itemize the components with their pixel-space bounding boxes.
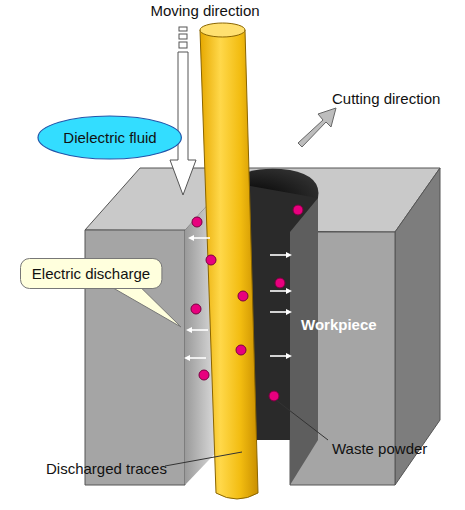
discharge-arrow xyxy=(270,353,292,359)
leader-line xyxy=(165,452,242,466)
direction-label: Cutting direction xyxy=(332,90,440,107)
node-text: Dielectric fluid xyxy=(63,129,156,146)
part-label: Workpiece xyxy=(301,316,377,333)
waste-particle xyxy=(192,217,202,227)
waste-particle xyxy=(275,278,285,288)
waste-particle xyxy=(236,345,246,355)
cutting-arrow xyxy=(298,108,336,147)
part-label: Waste powder xyxy=(332,440,427,457)
discharge-arrow xyxy=(188,235,210,241)
moving-arrow xyxy=(170,27,196,195)
wire-electrode xyxy=(200,30,258,499)
fluid-ellipse: Dielectric fluid xyxy=(37,115,182,160)
slot-wall xyxy=(290,198,318,485)
waste-particle xyxy=(269,391,279,401)
wire-top xyxy=(200,23,245,37)
node-text: Electric discharge xyxy=(32,265,150,282)
part-label: Discharged traces xyxy=(46,460,167,477)
waste-particle xyxy=(199,370,209,380)
callout-tail xyxy=(112,288,181,328)
leader-line xyxy=(276,400,328,440)
discharge-arrow xyxy=(186,327,208,333)
callout-box: Electric discharge xyxy=(20,258,162,289)
waste-particle xyxy=(293,205,303,215)
discharge-arrow xyxy=(270,309,292,315)
waste-particles xyxy=(191,205,303,401)
discharge-arrow xyxy=(270,288,292,294)
waste-particle xyxy=(191,304,201,314)
workpiece-side xyxy=(395,168,440,485)
discharge-arrow xyxy=(270,252,292,258)
waste-particle xyxy=(238,291,248,301)
discharge-arrow xyxy=(184,355,206,361)
waste-particle xyxy=(206,255,216,265)
direction-label: Moving direction xyxy=(150,2,259,19)
discharge-arrows xyxy=(184,235,292,361)
